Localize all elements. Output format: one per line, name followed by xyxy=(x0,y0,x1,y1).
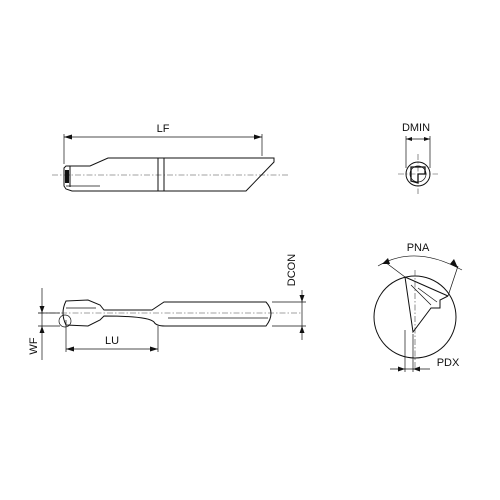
end-insert-shape xyxy=(410,166,426,184)
pna-ext-left xyxy=(384,261,406,278)
side-view: WF LU DCON xyxy=(28,254,306,360)
pna-ext-right xyxy=(447,265,459,297)
end-outer-circle xyxy=(405,161,431,187)
insert-profile xyxy=(404,276,449,334)
wf-arrow-top xyxy=(39,306,45,313)
pna-arc xyxy=(377,255,463,271)
top-cutting-edge xyxy=(65,170,69,183)
lu-arrow-right xyxy=(150,346,158,352)
dcon-arrow-top xyxy=(299,295,305,302)
tip-detail-circle xyxy=(58,314,72,328)
top-view: LF xyxy=(52,123,290,192)
lu-arrow-left xyxy=(66,346,74,352)
side-tool-outline xyxy=(62,299,272,327)
pna-arrow-left xyxy=(382,258,390,264)
top-tool-outline xyxy=(63,157,275,192)
insert-facet-2 xyxy=(417,287,438,303)
dmin-arrow-right xyxy=(424,137,430,141)
detail-view: PNA PDX xyxy=(373,242,463,372)
pdx-arrow-right xyxy=(413,366,420,372)
dcon-label: DCON xyxy=(286,254,298,286)
insert-top-edge xyxy=(404,276,449,297)
pdx-arrow-left xyxy=(398,366,405,372)
insert-facet-1 xyxy=(410,284,432,306)
lf-arrow-right xyxy=(254,134,262,140)
pna-label: PNA xyxy=(407,242,430,254)
wf-arrow-bottom xyxy=(39,326,45,333)
pna-arrow-right xyxy=(450,259,458,268)
dcon-arrow-bottom xyxy=(299,326,305,333)
lf-arrow-left xyxy=(64,134,72,140)
dmin-label: DMIN xyxy=(402,122,430,134)
pdx-label: PDX xyxy=(437,357,460,369)
lu-label: LU xyxy=(105,335,119,347)
lf-label: LF xyxy=(157,123,170,135)
dmin-arrow-left xyxy=(406,137,412,141)
wf-label: WF xyxy=(28,337,40,354)
end-view: DMIN xyxy=(398,122,438,194)
